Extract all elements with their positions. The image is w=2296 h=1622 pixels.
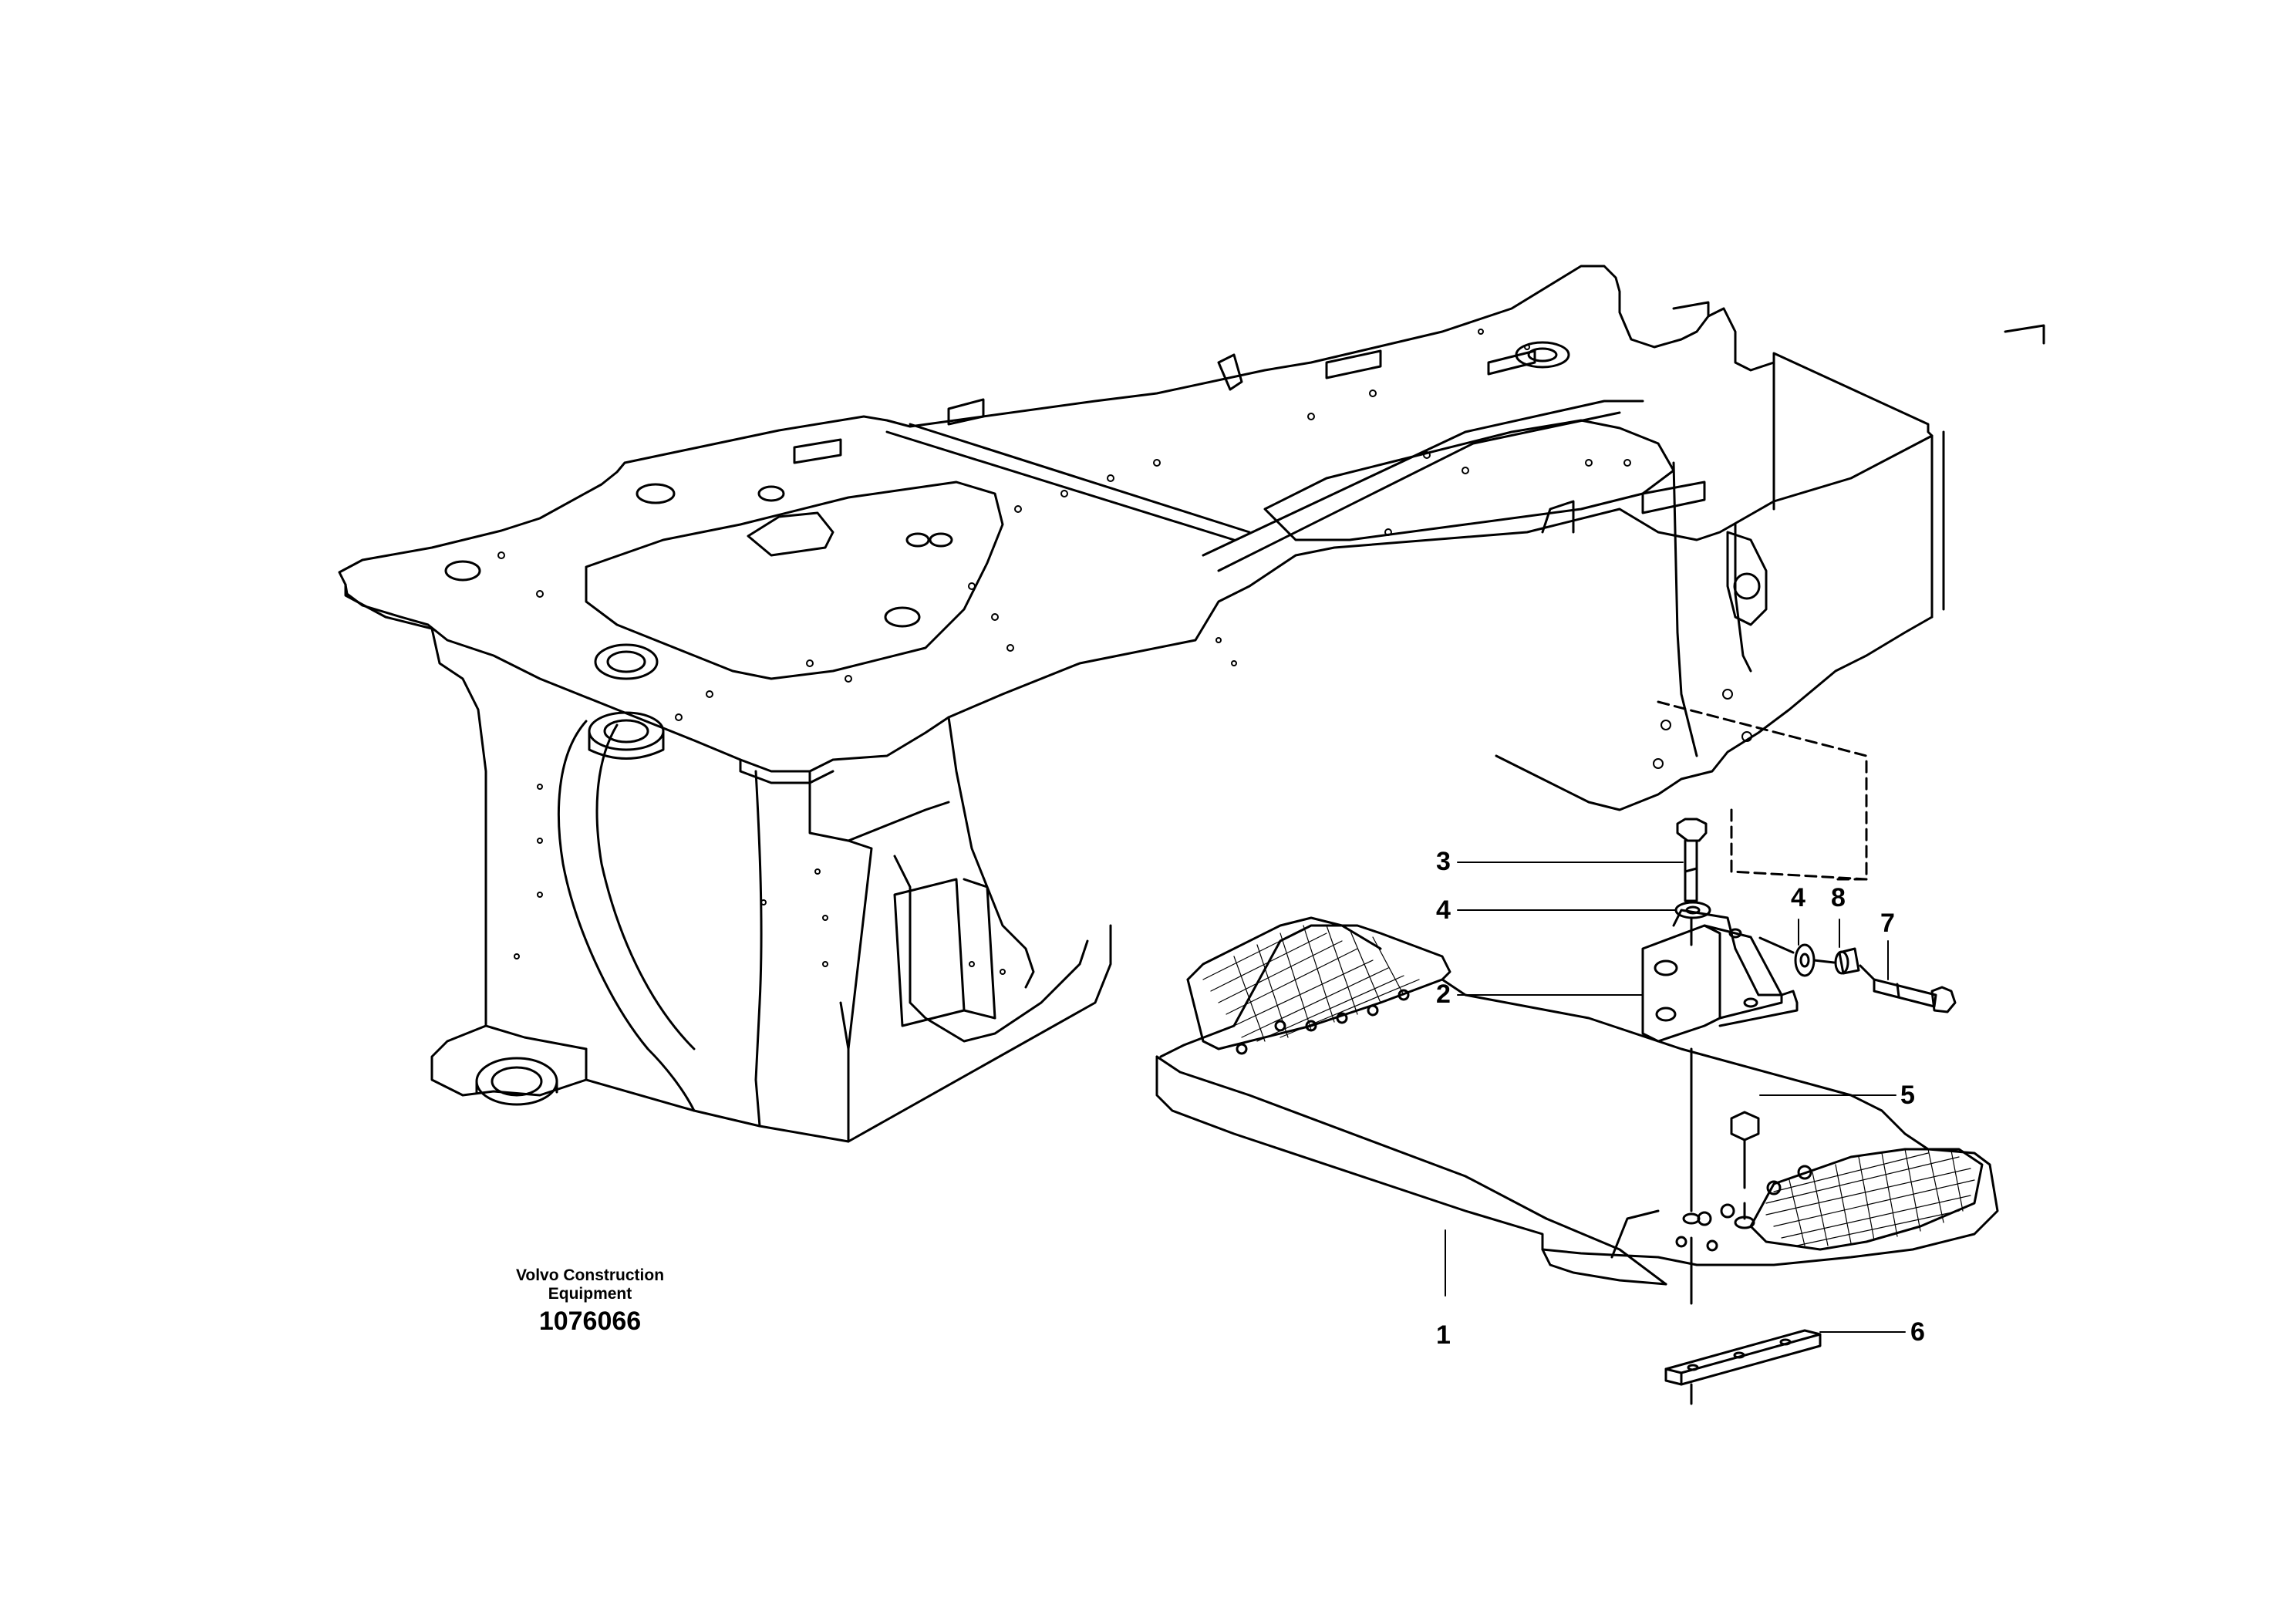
hex-bolt-icon [1676,818,1708,902]
clamp-plate-icon [1664,1271,1822,1405]
figure-caption: Volvo Construction Equipment 1076066 [494,1266,686,1337]
flange-bolt-icon [1873,978,1957,1013]
manufacturer-line-1: Volvo Construction [515,1266,665,1284]
tread-grid-right [1765,1148,1975,1246]
callout-4: 4 [1436,895,1451,925]
callout-1: 1 [1436,1320,1451,1350]
callout-6: 6 [1910,1317,1925,1347]
front-frame-icon [338,265,2045,1143]
callout-7: 7 [1880,909,1895,938]
callout-4-horizontal: 4 [1791,883,1805,912]
callout-8: 8 [1831,883,1846,912]
mounting-bracket-icon [1641,909,1799,1043]
spacer-icon [1834,947,1860,975]
callout-2: 2 [1436,980,1451,1009]
callout-3: 3 [1436,847,1451,876]
figure-number: 1076066 [538,1307,642,1337]
nut-icon [1730,1111,1760,1229]
manufacturer-line-2: Equipment [548,1285,632,1303]
tread-grid-left [1202,925,1420,1042]
callout-5: 5 [1900,1081,1915,1110]
washer-icon [1794,943,1816,977]
